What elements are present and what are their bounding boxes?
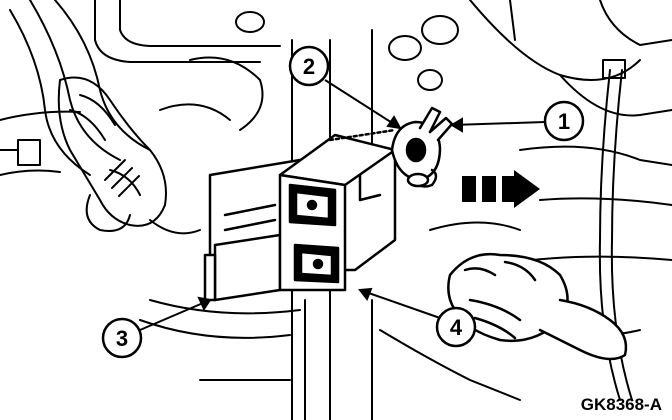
left-harness-connector — [0, 76, 201, 235]
retaining-clip — [390, 106, 454, 188]
callout-1: 1 — [543, 100, 585, 142]
lower-right-hand — [447, 252, 628, 361]
callout-2: 2 — [288, 45, 330, 87]
callout-2-label: 2 — [303, 54, 315, 79]
callout-1-label: 1 — [558, 109, 570, 134]
callout-3-label: 3 — [116, 326, 128, 351]
callout-4: 4 — [435, 306, 477, 348]
switch-assembly — [203, 128, 397, 302]
leader-lines — [139, 79, 546, 331]
figure-code: GK8368-A — [581, 395, 662, 414]
callout-4-label: 4 — [450, 315, 463, 340]
direction-arrow-icon — [462, 170, 540, 208]
callout-3: 3 — [101, 317, 143, 359]
